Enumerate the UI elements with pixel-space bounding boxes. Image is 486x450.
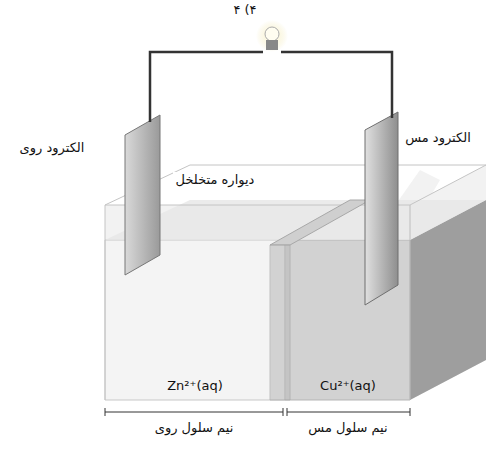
zinc-half-bracket <box>105 408 283 416</box>
wire <box>281 52 392 118</box>
porous-wall <box>270 200 370 245</box>
zinc-electrode <box>125 115 160 275</box>
container-rim <box>105 165 486 205</box>
wall-label: دیواره متخلخل <box>173 172 258 188</box>
light-bulb <box>265 27 279 41</box>
copper-half-bracket <box>287 408 410 416</box>
wire <box>150 52 263 122</box>
porous-wall <box>270 245 290 400</box>
copper-electrode <box>365 112 398 305</box>
half-cell-label: نیم سلول روی <box>152 420 237 436</box>
ion-label: Zn²⁺(aq) <box>167 378 223 394</box>
container <box>105 165 486 400</box>
ion-label: Cu²⁺(aq) <box>320 378 376 394</box>
container-edge <box>105 205 106 400</box>
electrode-label: الکترود روی <box>20 140 85 156</box>
bulb-glow <box>256 20 288 52</box>
half-cell-label: نیم سلول مس <box>305 420 390 436</box>
option-number: ۴ (۴ <box>233 2 256 18</box>
bulb-base <box>266 40 278 50</box>
container-edge <box>410 205 411 400</box>
container-rim <box>410 165 486 205</box>
electrode-label: الکترود مس <box>405 130 471 146</box>
